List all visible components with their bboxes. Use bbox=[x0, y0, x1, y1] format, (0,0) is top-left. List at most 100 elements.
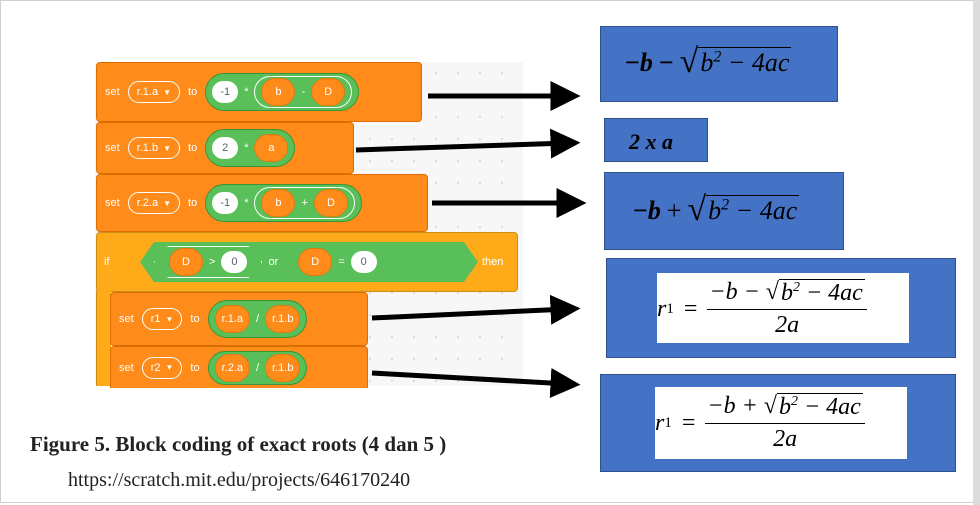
multiply-symbol: * bbox=[244, 142, 249, 154]
to-keyword: to bbox=[190, 313, 200, 325]
multiply-symbol: * bbox=[244, 86, 249, 98]
reporter-r1b[interactable]: r.1.b bbox=[265, 305, 301, 333]
then-keyword: then bbox=[482, 256, 504, 268]
reporter-a[interactable]: a bbox=[254, 134, 289, 162]
variable-name: r1 bbox=[150, 313, 161, 325]
arrow-5 bbox=[371, 368, 581, 398]
set-block-r2[interactable]: set r2▼ to r.2.a / r.1.b bbox=[110, 346, 368, 388]
variable-dropdown[interactable]: r.2.a ▼ bbox=[127, 192, 181, 214]
equals-condition[interactable]: D = 0 bbox=[284, 246, 390, 278]
number-input[interactable]: -1 bbox=[212, 81, 239, 103]
divide-symbol: / bbox=[255, 361, 260, 374]
var-b: b bbox=[708, 196, 722, 225]
reporter-d[interactable]: D bbox=[169, 248, 203, 276]
dropdown-caret-icon: ▼ bbox=[163, 87, 172, 97]
var-b: b bbox=[647, 195, 661, 225]
reporter-d[interactable]: D bbox=[298, 248, 332, 276]
set-keyword: set bbox=[105, 86, 120, 98]
exponent: 2 bbox=[792, 280, 800, 295]
greater-than-symbol: > bbox=[209, 256, 216, 268]
exponent: 2 bbox=[713, 48, 722, 66]
discriminant-rest: − 4ac bbox=[797, 394, 861, 420]
add-operator[interactable]: b + D bbox=[254, 187, 355, 219]
reporter-b[interactable]: b bbox=[261, 189, 296, 217]
sqrt-icon: √b2 − 4ac bbox=[763, 393, 863, 420]
variable-dropdown[interactable]: r.1.b▼ bbox=[127, 137, 181, 159]
plus-symbol: + bbox=[301, 197, 308, 209]
variable-name: r.1.b bbox=[136, 142, 159, 154]
reporter-d[interactable]: D bbox=[313, 189, 348, 217]
reporter-b[interactable]: b bbox=[261, 78, 296, 106]
discriminant-rest: − 4ac bbox=[729, 196, 798, 225]
multiply-operator[interactable]: 2 * a bbox=[205, 129, 296, 167]
fraction: −b + √b2 − 4ac 2a bbox=[705, 393, 865, 453]
number-input[interactable]: 0 bbox=[351, 251, 377, 273]
var-b: b bbox=[778, 394, 791, 420]
set-keyword: set bbox=[119, 313, 134, 325]
formula-box-1: −b − √b2 − 4ac bbox=[600, 26, 838, 102]
multiply-operator[interactable]: -1 * b - D bbox=[205, 73, 360, 111]
reporter-r1b[interactable]: r.1.b bbox=[265, 353, 301, 382]
dropdown-caret-icon: ▼ bbox=[165, 314, 174, 324]
var-b: b bbox=[780, 280, 793, 306]
denominator: 2a bbox=[773, 426, 798, 452]
sqrt-icon: √b2 − 4ac bbox=[679, 43, 792, 80]
multiply-operator[interactable]: -1 * b + D bbox=[205, 184, 362, 222]
if-keyword: if bbox=[104, 256, 110, 268]
equals-sign: = bbox=[683, 295, 698, 322]
variable-dropdown[interactable]: r.1.a▼ bbox=[127, 81, 181, 103]
or-keyword: or bbox=[268, 256, 279, 268]
variable-name: r.2.a bbox=[136, 197, 159, 209]
set-block-r1b[interactable]: set r.1.b▼ to 2 * a bbox=[96, 122, 354, 174]
number-input[interactable]: -1 bbox=[212, 192, 239, 214]
r-symbol: r bbox=[657, 295, 667, 322]
equals-sign: = bbox=[681, 409, 696, 436]
greater-than-condition[interactable]: D > 0 bbox=[154, 246, 262, 278]
minus-sign: − bbox=[625, 47, 640, 77]
number-input[interactable]: 0 bbox=[221, 251, 247, 273]
discriminant-rest: − 4ac bbox=[721, 48, 790, 77]
set-keyword: set bbox=[105, 197, 120, 209]
arrow-2 bbox=[355, 128, 581, 159]
divide-symbol: / bbox=[255, 313, 260, 325]
set-block-r1[interactable]: set r1 ▼ to r.1.a / r.1.b bbox=[110, 292, 368, 346]
divide-operator[interactable]: r.1.a / r.1.b bbox=[207, 300, 308, 338]
exponent: 2 bbox=[790, 394, 798, 409]
figure-caption: Figure 5. Block coding of exact roots (4… bbox=[30, 432, 447, 456]
discriminant-rest: − 4ac bbox=[799, 280, 863, 306]
sqrt-icon: √b2 − 4ac bbox=[765, 279, 865, 306]
reporter-r2a[interactable]: r.2.a bbox=[214, 353, 250, 382]
to-keyword: to bbox=[188, 197, 198, 209]
dropdown-caret-icon: ▼ bbox=[165, 363, 174, 372]
var-b: b bbox=[639, 47, 653, 77]
right-edge-bar bbox=[973, 0, 980, 505]
minus-sign: − bbox=[658, 47, 674, 77]
formula-box-3: −b + √b2 − 4ac bbox=[604, 172, 844, 250]
set-block-r1a[interactable]: set r.1.a▼ to -1 * b - D bbox=[96, 62, 422, 122]
arrow-4 bbox=[371, 294, 581, 325]
variable-dropdown[interactable]: r2 ▼ bbox=[141, 356, 183, 379]
variable-name: r2 bbox=[150, 361, 161, 374]
reporter-d[interactable]: D bbox=[311, 78, 346, 106]
or-condition[interactable]: D > 0 or D = 0 bbox=[140, 242, 478, 282]
divide-operator[interactable]: r.2.a / r.1.b bbox=[207, 350, 308, 385]
subtract-operator[interactable]: b - D bbox=[254, 76, 353, 108]
formula-box-2: 2 x a bbox=[604, 118, 708, 162]
set-block-r2a[interactable]: set r.2.a ▼ to -1 * b + D bbox=[96, 174, 428, 232]
numerator-prefix: −b − bbox=[709, 279, 766, 305]
dropdown-caret-icon: ▼ bbox=[163, 198, 172, 208]
exponent: 2 bbox=[721, 196, 730, 214]
number-input[interactable]: 2 bbox=[212, 137, 239, 159]
subscript: 1 bbox=[664, 414, 672, 431]
minus-sign: − bbox=[633, 195, 648, 225]
reporter-r1a[interactable]: r.1.a bbox=[214, 305, 250, 333]
variable-dropdown[interactable]: r1 ▼ bbox=[141, 308, 183, 330]
source-url[interactable]: https://scratch.mit.edu/projects/6461702… bbox=[68, 469, 411, 491]
multiply-symbol: * bbox=[244, 197, 249, 209]
r-symbol: r bbox=[655, 409, 665, 436]
set-keyword: set bbox=[119, 361, 134, 374]
